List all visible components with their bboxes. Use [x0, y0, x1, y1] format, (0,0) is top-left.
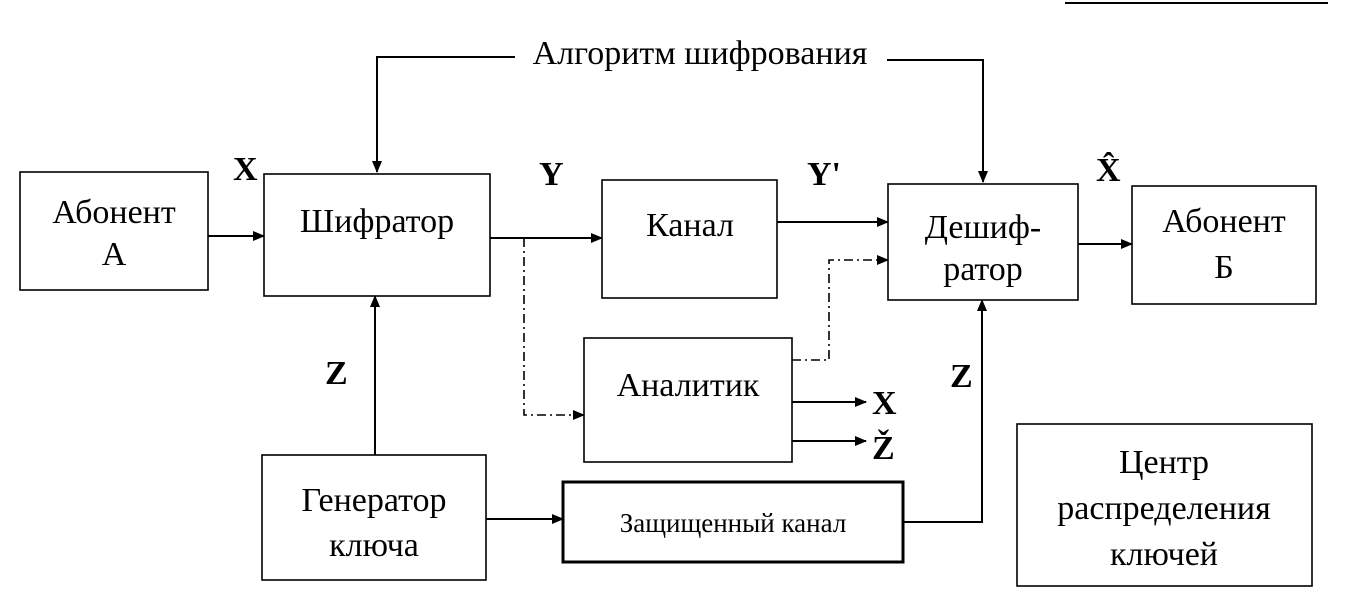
- key-center-line2: распределения: [1057, 490, 1271, 527]
- signal-z-right: Z: [950, 358, 973, 395]
- secure-channel-block: Защищенный канал: [561, 480, 905, 564]
- algorithm-to-decoder-line: [887, 59, 988, 183]
- decoder-line1: Дешиф-: [925, 209, 1041, 246]
- encoder-label: Шифратор: [300, 203, 454, 240]
- key-generator-line2: ключа: [329, 527, 419, 564]
- algorithm-label: Алгоритм шифрования: [533, 35, 868, 72]
- signal-y: Y: [539, 156, 564, 193]
- abonent-b-line1: Абонент: [1162, 203, 1286, 240]
- channel-label: Канал: [646, 207, 734, 244]
- analyst-label: Аналитик: [617, 367, 760, 404]
- algorithm-to-encoder-line: [372, 56, 515, 173]
- decoder-block: Дешиф- ратор: [887, 183, 1079, 301]
- analyst-to-decoder-line: [792, 255, 889, 361]
- signal-y-prime: Y': [807, 156, 841, 193]
- key-center-block: Центр распределения ключей: [1016, 423, 1313, 587]
- abonent-a-line2: А: [102, 236, 127, 273]
- secure-channel-label: Защищенный канал: [620, 508, 847, 538]
- signal-x-input: X: [233, 151, 258, 188]
- abonent-b-line2: Б: [1214, 249, 1234, 286]
- key-generator-block: Генератор ключа: [261, 454, 487, 581]
- key-generator-line1: Генератор: [301, 482, 446, 519]
- intercept-to-analyst-line: [523, 238, 585, 420]
- signal-x-hat: X̂: [1096, 151, 1121, 189]
- analyst-block: Аналитик: [583, 337, 793, 463]
- analyst-x-label: X: [872, 385, 897, 422]
- abonent-a-line1: Абонент: [52, 194, 176, 231]
- analyst-z-label: Ž: [872, 429, 895, 467]
- key-center-line1: Центр: [1119, 444, 1209, 481]
- secure-channel-to-decoder-arrow: [903, 299, 987, 523]
- abonent-b-block: Абонент Б: [1131, 185, 1317, 305]
- channel-block: Канал: [601, 179, 778, 299]
- decoder-line2: ратор: [943, 251, 1023, 288]
- key-center-line3: ключей: [1110, 536, 1218, 573]
- abonent-a-block: Абонент А: [19, 171, 209, 291]
- signal-z-left: Z: [325, 355, 348, 392]
- encoder-block: Шифратор: [263, 173, 491, 297]
